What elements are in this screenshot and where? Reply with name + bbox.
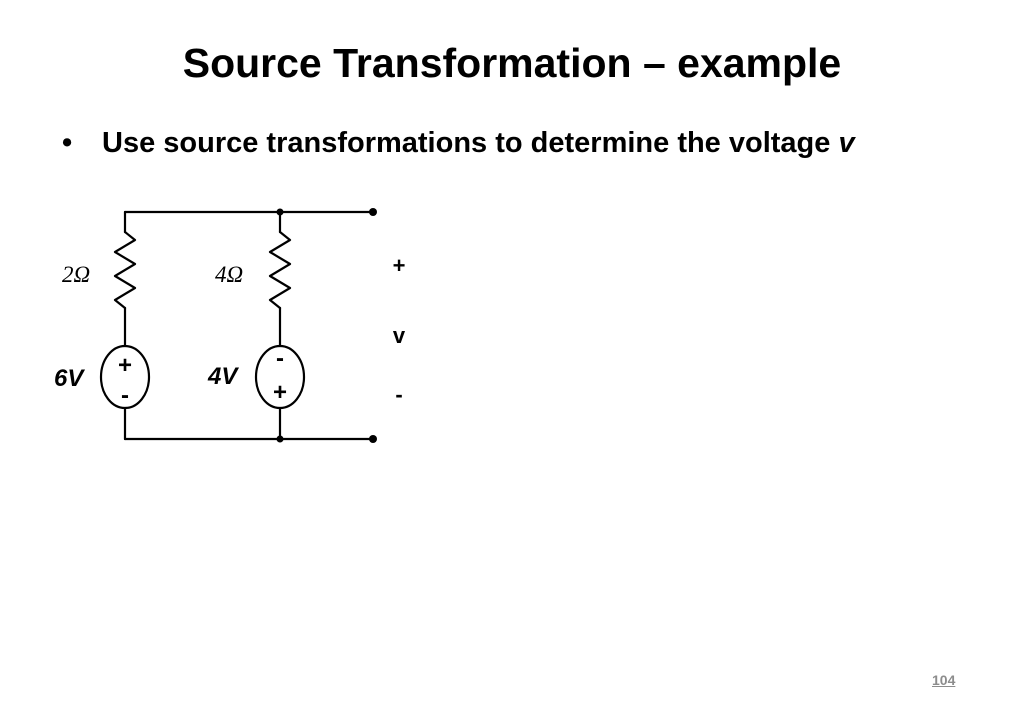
resistor-left <box>113 230 137 310</box>
junction-top <box>276 208 284 216</box>
source-right-bottom-sign: + <box>273 379 287 406</box>
junction-bottom <box>276 435 284 443</box>
bullet-marker: • <box>62 127 73 159</box>
source-left-top-sign: + <box>118 352 132 379</box>
output-plus: + <box>393 253 406 278</box>
resistor-right-label: 4Ω <box>215 262 243 287</box>
source-left-label: 6V <box>54 365 85 392</box>
source-right-label: 4V <box>207 363 239 390</box>
bullet-item: • Use source transformations to determine… <box>62 124 855 162</box>
bullet-variable: v <box>838 127 855 159</box>
terminal-bottom <box>369 435 377 443</box>
source-right-top-sign: - <box>276 345 284 372</box>
resistor-left-label: 2Ω <box>62 262 90 287</box>
source-left-bottom-sign: - <box>121 382 129 409</box>
resistor-right <box>268 230 292 310</box>
page-number: 104 <box>932 672 956 688</box>
slide-title: Source Transformation – example <box>182 40 842 86</box>
terminal-top <box>369 208 377 216</box>
bullet-text: Use source transformations to determine … <box>102 127 839 159</box>
output-minus: - <box>395 382 402 407</box>
output-voltage-label: v <box>393 323 406 348</box>
